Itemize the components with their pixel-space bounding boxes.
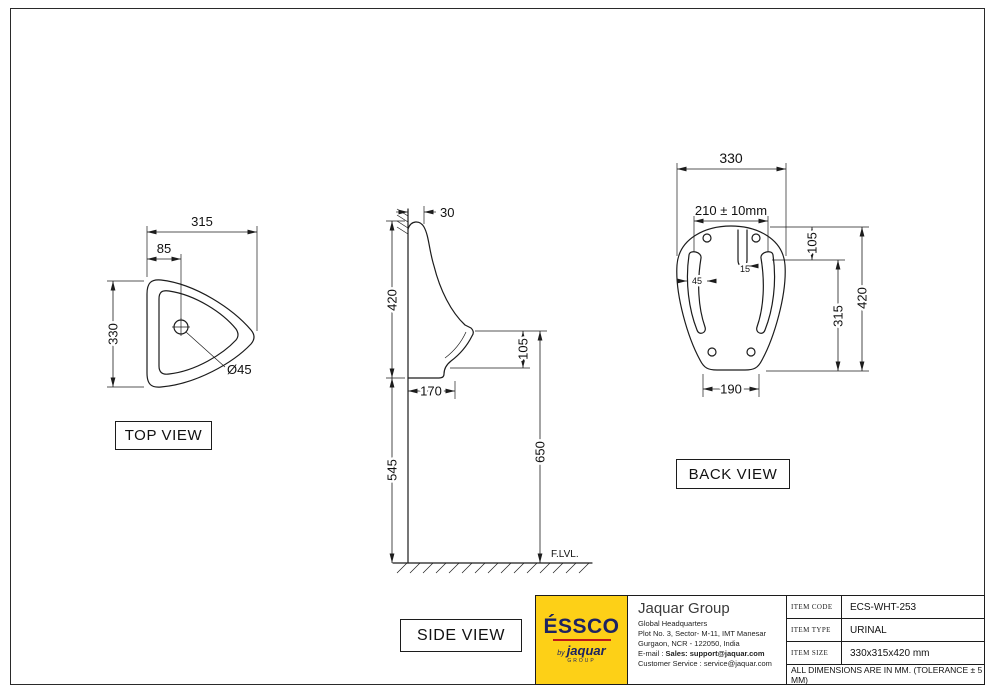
item-size-label: ITEM SIZE xyxy=(787,642,842,664)
back-dim-channel-width: 15 xyxy=(740,264,750,274)
dim-105-extensions xyxy=(450,330,547,369)
urinal-side-profile xyxy=(407,221,474,379)
email-prefix: E-mail : xyxy=(638,648,666,658)
email-sales: Sales: support@jaquar.com xyxy=(665,648,765,658)
company-address-line3: Gurgaon, NCR - 122050, India xyxy=(638,638,740,648)
side-view: F.LVL. 30 420 545 105 650 170 xyxy=(382,205,593,574)
mount-hole-bottom-left xyxy=(707,347,717,357)
item-table: ITEM CODE ECS-WHT-253 ITEM TYPE URINAL I… xyxy=(787,596,984,685)
title-block: ÉSSCO by jaquar GROUP Jaquar Group Globa… xyxy=(535,595,985,685)
dim-190-extensions xyxy=(702,374,760,397)
center-channel xyxy=(737,229,748,267)
side-dim-depth: 170 xyxy=(420,384,442,399)
floor-level-label: F.LVL. xyxy=(551,549,579,560)
table-row: ITEM SIZE 330x315x420 mm xyxy=(787,642,984,665)
back-dim-top-to-slot: 105 xyxy=(805,232,820,254)
top-dim-hole-offset: 85 xyxy=(157,241,171,256)
item-code-label: ITEM CODE xyxy=(787,596,842,618)
top-view: Ø45 315 85 330 xyxy=(103,214,258,388)
top-view-inner-rim xyxy=(158,290,239,375)
table-row: ITEM TYPE URINAL xyxy=(787,619,984,642)
hole-centerlines xyxy=(172,318,190,336)
logo-group-text: GROUP xyxy=(567,658,596,664)
dim-back-330-extensions xyxy=(676,163,787,256)
essco-brand-text: ÉSSCO xyxy=(543,615,620,638)
essco-logo: ÉSSCO by jaquar GROUP xyxy=(536,596,628,684)
bowl-inner-line xyxy=(444,331,467,359)
back-dim-bottom-width: 190 xyxy=(720,382,742,397)
floor-hatching xyxy=(396,562,590,574)
side-view-label: SIDE VIEW xyxy=(400,619,522,652)
essco-logo-rule xyxy=(552,639,611,641)
logo-by-text: by xyxy=(557,650,565,657)
hole-dia-leader xyxy=(185,331,226,368)
company-address-line1: Global Headquarters xyxy=(638,619,708,628)
back-right-extensions xyxy=(766,226,869,372)
wall-hatching xyxy=(396,208,409,235)
top-dim-height: 330 xyxy=(106,323,121,345)
logo-jaquar-text: jaquar xyxy=(566,643,606,658)
side-dim-top-lip: 30 xyxy=(440,205,454,220)
side-dim-rim-to-floor: 650 xyxy=(533,441,548,463)
customer-service-line: Customer Service : service@jaquar.com xyxy=(638,658,772,668)
top-view-outer-outline xyxy=(146,279,255,388)
company-address-line2: Plot No. 3, Sector- M-11, IMT Manesar xyxy=(638,628,767,638)
back-view-outline xyxy=(676,225,786,371)
back-view-label: BACK VIEW xyxy=(676,459,790,489)
back-dim-width: 330 xyxy=(719,150,743,166)
company-info: Jaquar Group Global Headquarters Plot No… xyxy=(628,596,787,684)
back-dim-slot-to-bottom: 315 xyxy=(831,305,846,327)
mount-hole-top-right xyxy=(751,233,761,243)
right-mounting-slot xyxy=(756,251,776,334)
left-mounting-slot xyxy=(686,251,706,334)
table-row: ITEM CODE ECS-WHT-253 xyxy=(787,596,984,619)
item-size-value: 330x315x420 mm xyxy=(850,647,930,659)
side-dim-lip-height: 105 xyxy=(516,338,531,360)
company-email-line: E-mail : Sales: support@jaquar.com xyxy=(638,649,780,659)
company-name: Jaquar Group xyxy=(638,600,730,617)
essco-by-jaquar: by jaquar xyxy=(557,644,605,657)
dim-315-extensions xyxy=(146,226,258,331)
top-dim-hole-dia: Ø45 xyxy=(227,362,252,377)
item-type-label: ITEM TYPE xyxy=(787,619,842,641)
top-view-label: TOP VIEW xyxy=(115,421,212,450)
back-dim-slot-span: 210 ± 10mm xyxy=(695,203,767,218)
page-border xyxy=(10,8,985,685)
back-view: 330 210 ± 10mm 105 315 420 190 45 15 xyxy=(676,150,872,399)
tolerance-note: ALL DIMENSIONS ARE IN MM. (TOLERANCE ± 5… xyxy=(791,664,983,685)
side-dim-body-height: 420 xyxy=(385,289,400,311)
item-type-value: URINAL xyxy=(850,624,887,636)
item-code-value: ECS-WHT-253 xyxy=(850,601,917,613)
mount-hole-bottom-right xyxy=(746,347,756,357)
dim-420-extensions xyxy=(386,220,405,379)
back-dim-slot-width: 45 xyxy=(692,276,702,286)
top-dim-width: 315 xyxy=(191,214,213,229)
back-dim-height: 420 xyxy=(855,287,870,309)
side-dim-below-height: 545 xyxy=(385,459,400,481)
mount-hole-top-left xyxy=(702,233,712,243)
